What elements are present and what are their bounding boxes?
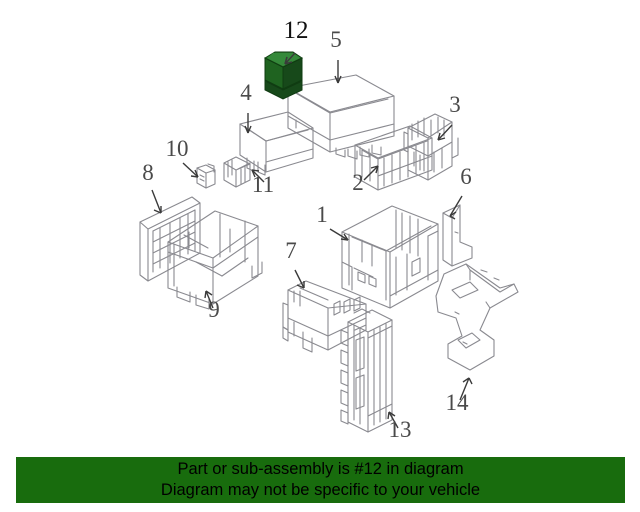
notice-line-secondary: Diagram may not be specific to your vehi… [160, 481, 481, 499]
callout-label-4: 4 [240, 80, 252, 105]
callout-label-14: 14 [446, 390, 470, 415]
part-4-shape [239, 111, 314, 176]
callout-leader-lines [151, 52, 473, 429]
callout-label-10: 10 [166, 136, 189, 161]
callout-label-12: 12 [284, 17, 309, 44]
part-13-shape [340, 308, 393, 433]
part-1-shape [341, 205, 439, 309]
part-11-shape [223, 156, 251, 188]
part-12-highlighted-relay [263, 51, 304, 100]
callout-label-3: 3 [449, 92, 461, 117]
callout-label-9: 9 [208, 297, 220, 322]
callout-label-11: 11 [252, 172, 274, 197]
part-14-shape [435, 263, 519, 371]
callout-label-6: 6 [460, 164, 472, 189]
part-6-shape [442, 204, 473, 267]
callout-label-7: 7 [285, 238, 297, 263]
callout-label-2: 2 [352, 170, 364, 195]
part-notice-banner: Part or sub-assembly is #12 in diagram D… [16, 457, 625, 503]
part-9-shape [167, 210, 263, 310]
part-10-shape [196, 163, 216, 189]
notice-line-primary: Part or sub-assembly is #12 in diagram [177, 460, 464, 478]
callout-label-5: 5 [330, 27, 342, 52]
callout-label-8: 8 [142, 160, 154, 185]
callout-label-1: 1 [316, 202, 328, 227]
callout-label-13: 13 [389, 417, 412, 442]
part-7-shape [282, 280, 367, 353]
